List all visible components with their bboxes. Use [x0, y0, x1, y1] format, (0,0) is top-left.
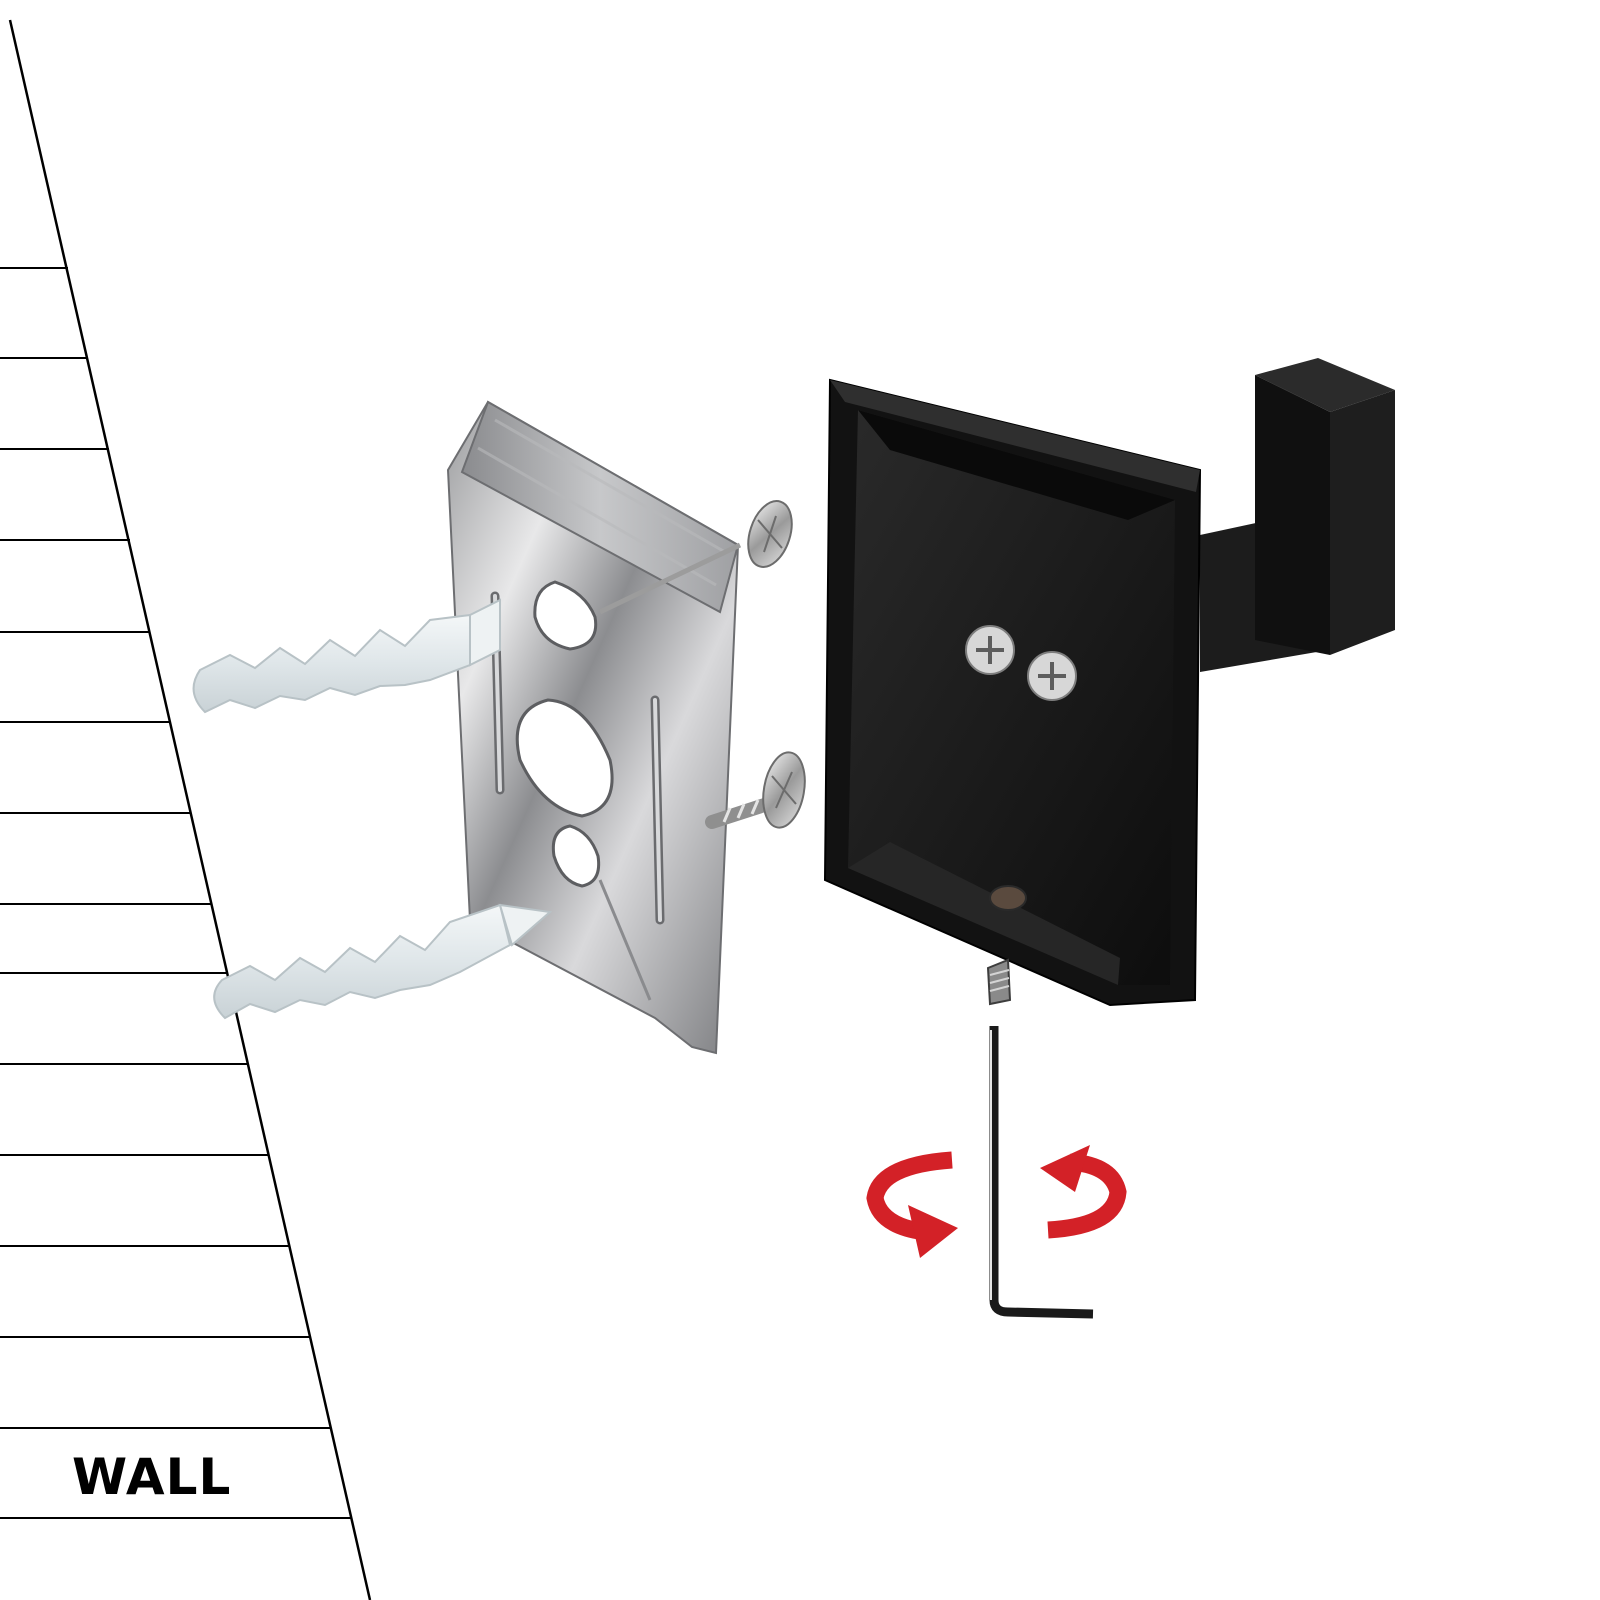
- base-screw-left: [965, 625, 1015, 675]
- mounting-plate: [446, 400, 740, 1055]
- wall-courses: [0, 267, 351, 1519]
- wall-plane: [0, 19, 372, 1600]
- set-screw: [986, 958, 1012, 1006]
- rotate-right-arrow: [1040, 1145, 1127, 1239]
- base-screw-right: [1027, 651, 1077, 701]
- wall-label: WALL: [72, 1448, 232, 1506]
- wall-anchor-bottom: [213, 903, 553, 1020]
- screw-bottom: [705, 751, 806, 829]
- screw-top: [598, 500, 793, 615]
- hook-arm: [1200, 358, 1395, 672]
- hook-base: [823, 378, 1202, 1007]
- wall-edge: [8, 19, 372, 1600]
- rotate-left-arrow: [866, 1151, 958, 1258]
- hex-key: [989, 1026, 1094, 1319]
- wall-anchor-top: [192, 598, 501, 714]
- set-screw-hole: [989, 885, 1027, 911]
